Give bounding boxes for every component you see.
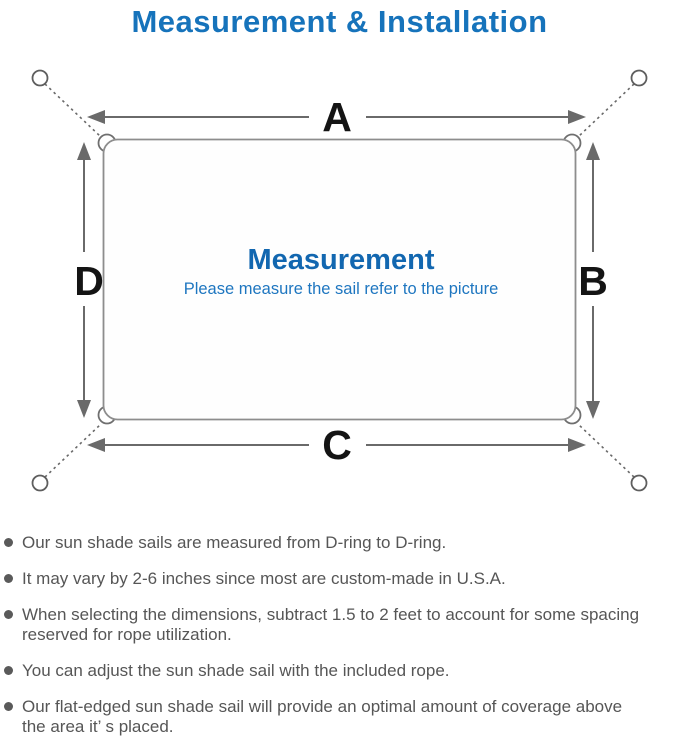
note-item: Our flat-edged sun shade sail will provi… [0, 697, 679, 737]
note-text: Our sun shade sails are measured from D-… [22, 533, 447, 552]
page-title: Measurement & Installation [131, 4, 548, 39]
anchor-ring-icon-bottom-left [31, 474, 49, 492]
dimension-arrow-b [586, 142, 600, 419]
dimension-arrow-c [87, 438, 586, 452]
arrowhead-right-icon [568, 110, 586, 124]
dimension-label-d: D [74, 258, 104, 304]
note-text: You can adjust the sun shade sail with t… [22, 661, 450, 680]
arrowhead-down-icon [77, 400, 91, 418]
diagram-heading: Measurement [248, 244, 435, 276]
bullet-icon [4, 610, 13, 619]
rope-line-top-left [44, 83, 102, 138]
arrowhead-left-icon [87, 110, 105, 124]
bullet-icon [4, 702, 13, 711]
sail-outline [102, 138, 577, 421]
diagram-subheading: Please measure the sail refer to the pic… [184, 280, 499, 298]
rope-line-bottom-left [44, 423, 102, 478]
anchor-ring-icon-top-left [31, 69, 49, 87]
note-text: Our flat-edged sun shade sail will provi… [22, 697, 623, 736]
anchor-ring-icon-top-right [630, 69, 648, 87]
note-item: Our sun shade sails are measured from D-… [0, 533, 679, 553]
arrowhead-down-icon [586, 401, 600, 419]
arrowhead-left-icon [87, 438, 105, 452]
dimension-label-b: B [578, 258, 608, 304]
bullet-icon [4, 538, 13, 547]
note-text: When selecting the dimensions, subtract … [22, 605, 640, 644]
dimension-arrow-a [87, 110, 586, 124]
measurement-notes: Our sun shade sails are measured from D-… [0, 533, 679, 739]
arrowhead-up-icon [586, 142, 600, 160]
note-item: When selecting the dimensions, subtract … [0, 605, 679, 645]
arrowhead-right-icon [568, 438, 586, 452]
note-item: It may vary by 2-6 inches since most are… [0, 569, 679, 589]
arrowhead-up-icon [77, 142, 91, 160]
dimension-label-c: C [322, 422, 352, 468]
anchor-ring-icon-bottom-right [630, 474, 648, 492]
note-text: It may vary by 2-6 inches since most are… [22, 569, 506, 588]
rope-line-top-right [577, 83, 635, 138]
rope-line-bottom-right [577, 423, 635, 478]
dimension-label-a: A [322, 94, 352, 140]
note-item: You can adjust the sun shade sail with t… [0, 661, 679, 681]
bullet-icon [4, 574, 13, 583]
dimension-arrow-d [77, 142, 91, 418]
measurement-diagram: A C D [31, 69, 648, 492]
bullet-icon [4, 666, 13, 675]
